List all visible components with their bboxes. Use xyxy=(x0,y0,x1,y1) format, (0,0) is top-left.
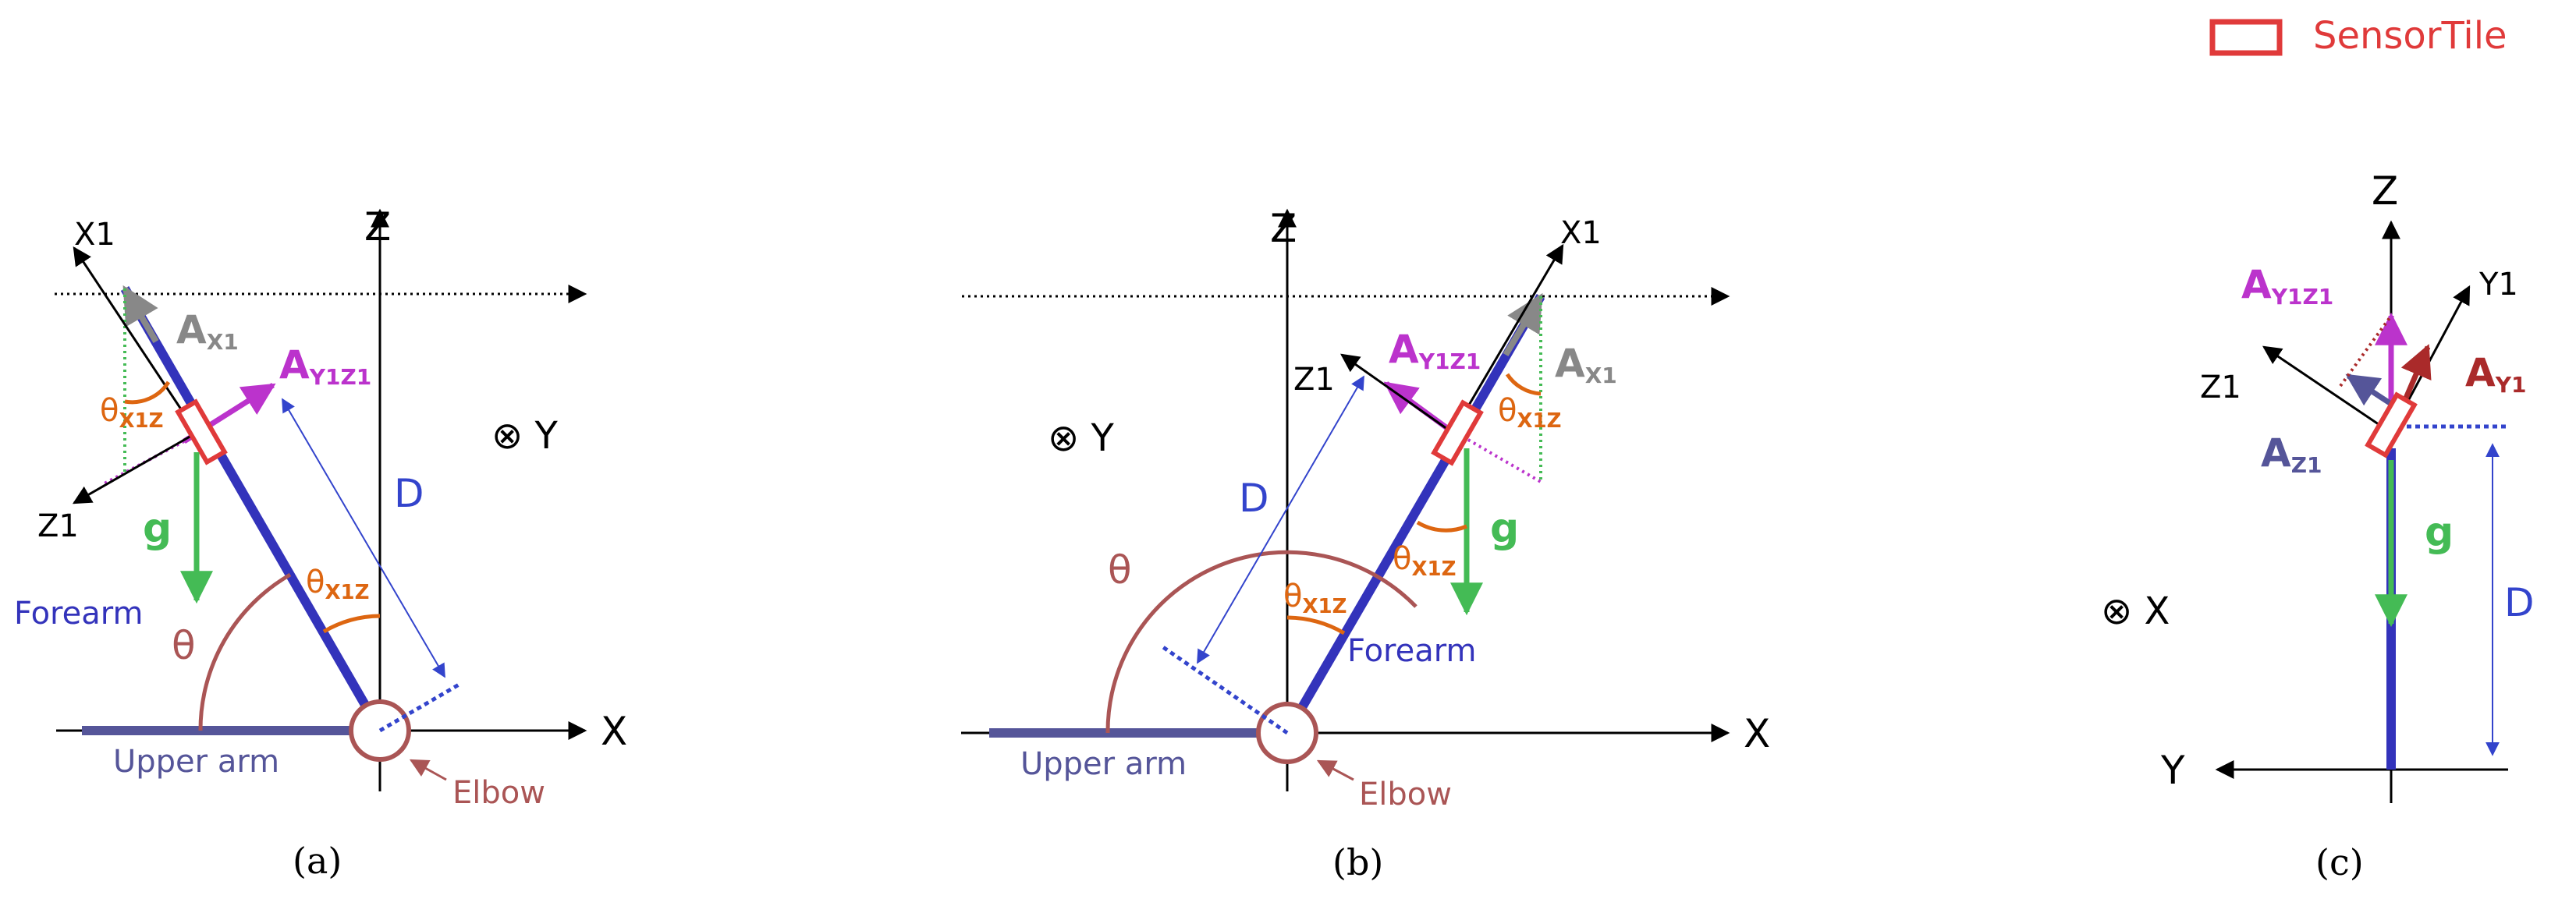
legend: SensorTile xyxy=(2209,14,2507,58)
z1-axis xyxy=(72,431,197,504)
y1-axis-label: Y1 xyxy=(2478,267,2518,303)
gravity-label: g xyxy=(143,505,172,552)
gravity-label: g xyxy=(2425,509,2454,556)
ax1-vector xyxy=(1503,292,1544,357)
z1-axis xyxy=(2262,345,2392,434)
theta-x1z-label-top: θX1Z xyxy=(1498,393,1561,433)
az1-vector xyxy=(2345,373,2395,408)
theta-x1z-arc-top xyxy=(1505,373,1542,396)
ax1-label: AX1 xyxy=(176,307,239,355)
theta-x1z-label-bottom: θX1Z xyxy=(1283,579,1347,618)
theta-x1z-label-top: θX1Z xyxy=(100,393,163,433)
distance-d-label: D xyxy=(2504,580,2535,625)
theta-x1z-arc-bottom xyxy=(322,614,381,634)
ay1z1-label: AY1Z1 xyxy=(1389,327,1481,374)
gravity-label: g xyxy=(1490,505,1519,552)
x-axis-label: X xyxy=(601,709,627,754)
ay1z1-label: AY1Z1 xyxy=(279,342,371,390)
theta-x1z-arc-top xyxy=(124,380,171,405)
az1-label: AZ1 xyxy=(2261,430,2322,478)
z-axis-label: Z xyxy=(1270,206,1297,251)
ay1z1-dotted xyxy=(2339,314,2393,388)
theta-x1z-label-right: θX1Z xyxy=(1393,541,1456,581)
distance-d-arrow xyxy=(1197,375,1364,664)
z1-axis xyxy=(1340,353,1453,434)
ay1-label: AY1 xyxy=(2465,350,2526,398)
legend-label: SensorTile xyxy=(2313,14,2507,58)
ax1-label: AX1 xyxy=(1555,341,1617,388)
caption-b: (b) xyxy=(1332,841,1383,883)
forearm-label: Forearm xyxy=(14,596,143,632)
theta-x1z-arc-bottom xyxy=(1286,615,1346,635)
x-axis-label: X xyxy=(1744,711,1770,756)
theta-arc xyxy=(198,572,292,731)
elbow-label: Elbow xyxy=(452,775,545,811)
z1-axis-label: Z1 xyxy=(1293,362,1335,398)
caption-a: (a) xyxy=(293,840,342,882)
perpendicular-dotted xyxy=(378,681,462,733)
theta-x1z-label-bottom: θX1Z xyxy=(306,565,369,604)
legend-sensor-swatch xyxy=(2209,19,2283,56)
ax1-vector xyxy=(122,285,159,344)
x1-axis-label: X1 xyxy=(1560,215,1602,251)
y-axis-label: Y xyxy=(2160,748,2185,793)
upper-arm-label: Upper arm xyxy=(1020,746,1187,782)
distance-d-arrow xyxy=(282,398,445,678)
x1-axis xyxy=(1451,243,1564,434)
y-axis-label: ⊗ Y xyxy=(491,414,558,458)
theta-label: θ xyxy=(1108,547,1132,593)
elbow-pointer xyxy=(1316,759,1354,781)
x1-axis xyxy=(73,246,198,434)
sensor-tile xyxy=(1431,399,1484,466)
z1-axis-label: Z1 xyxy=(2200,370,2241,405)
sensor-tile xyxy=(175,398,228,465)
caption-c: (c) xyxy=(2315,841,2364,883)
z-axis-label: Z xyxy=(364,204,391,250)
elbow-label: Elbow xyxy=(1359,777,1452,812)
panel-a: X Z ⊗ Y X1 Z1 g AX1 AY1Z1 θX1Z θX1Z θ D … xyxy=(14,204,627,882)
distance-d-label: D xyxy=(394,471,424,516)
y-axis-label: ⊗ Y xyxy=(1048,416,1114,460)
panel-c: Y Z ⊗ X Y1 Z1 g AY1Z1 AY1 AZ1 D (c) xyxy=(2101,168,2535,883)
sensor-tile xyxy=(2365,391,2418,458)
distance-d-label: D xyxy=(1239,476,1269,521)
elbow-pointer xyxy=(409,759,447,781)
theta-label: θ xyxy=(172,623,196,668)
theta-x1z-arc-right xyxy=(1416,520,1467,533)
panel-b: X Z ⊗ Y X1 Z1 g AX1 AY1Z1 θX1Z θX1Z θX1Z… xyxy=(961,206,1770,883)
z-axis-label: Z xyxy=(2372,168,2398,214)
ay1z1-label: AY1Z1 xyxy=(2241,262,2333,310)
forearm-label: Forearm xyxy=(1347,633,1476,669)
x1-axis-label: X1 xyxy=(74,217,115,253)
upper-arm-label: Upper arm xyxy=(113,744,279,780)
ay1z1-dotted xyxy=(1461,435,1542,483)
x-axis-label: ⊗ X xyxy=(2101,589,2170,633)
z1-axis-label: Z1 xyxy=(37,508,79,544)
